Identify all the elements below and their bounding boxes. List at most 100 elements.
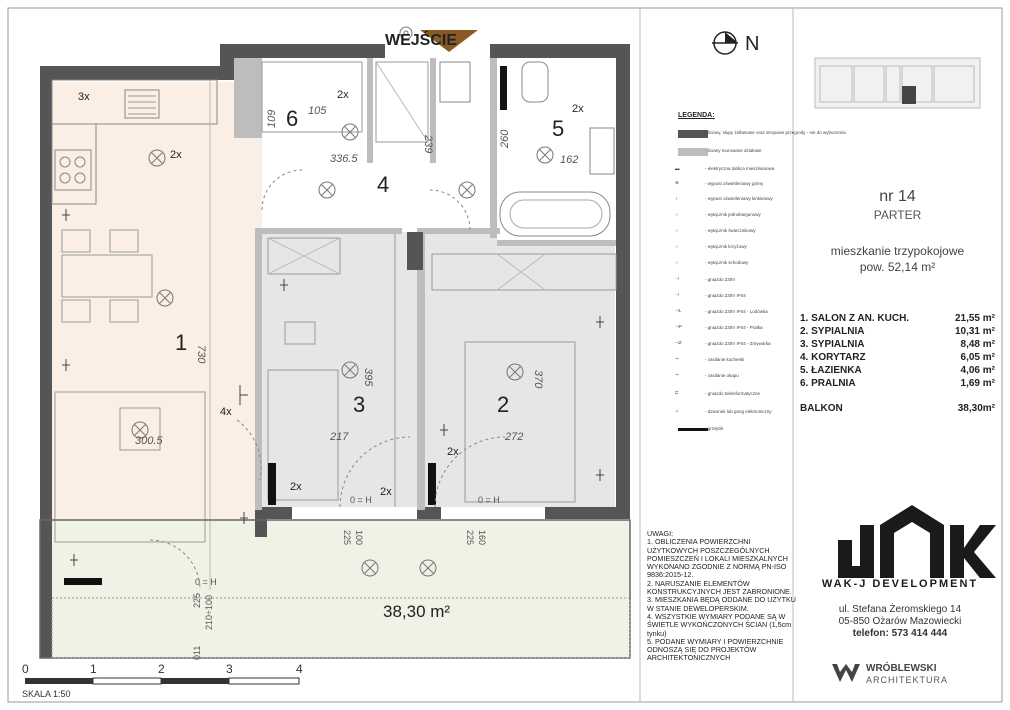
- burner: [59, 172, 71, 184]
- developer-city: 05-850 Ożarów Mazowiecki: [838, 616, 962, 627]
- scale-tick: 4: [296, 662, 303, 676]
- sink-lines: [128, 95, 156, 115]
- notes: UWAGI: 1. OBLICZENIA POWIERZCHNI UŻYTKOW…: [647, 529, 797, 663]
- outlet-count: 2x: [290, 481, 302, 493]
- shower-x: [375, 61, 429, 143]
- balcony-area: 38,30 m²: [383, 602, 450, 621]
- entrance-arrow: [420, 30, 478, 52]
- dim-395: 395: [362, 368, 374, 387]
- dim-162: 162: [560, 154, 578, 166]
- page-frame: [7, 7, 1003, 703]
- legend-item: ⊸- zasilanie kuchenki: [675, 356, 745, 362]
- room-5-fill: [497, 55, 615, 240]
- developer-logo: [838, 505, 996, 578]
- key-plan-unit: [902, 86, 916, 104]
- radiator: [268, 463, 276, 505]
- scale-segment: [92, 677, 162, 685]
- burner: [74, 172, 86, 184]
- burner: [59, 156, 71, 168]
- room-label-6: 6: [286, 106, 298, 131]
- wardrobe-2: [431, 253, 617, 291]
- door-arcs: [149, 169, 506, 591]
- room-label-5: 5: [552, 116, 564, 141]
- note-item: 1. OBLICZENIA POWIERZCHNI UŻYTKOWYCH POS…: [647, 537, 788, 580]
- dim-370: 370: [532, 370, 544, 389]
- developer-phone: telefon: 573 414 444: [852, 628, 948, 639]
- wc-hall: [439, 61, 471, 103]
- scale-tick: 1: [90, 662, 97, 676]
- note-item: 5. PODANE WYMIARY I POWIERZCHNIE ODNOSZĄ…: [647, 636, 784, 663]
- key-plan-lines: [819, 65, 975, 103]
- architect-sub: ARCHITEKTURA: [866, 675, 949, 685]
- dim-336-5: 336.5: [330, 153, 358, 165]
- legend-item: ⊣L- gniazdo 230V IP44 - Lodówka: [675, 308, 768, 314]
- dim-0h: 0 = H: [350, 495, 372, 505]
- legend-item: ⊣- gniazdo 230V: [675, 276, 736, 282]
- dining-table: [61, 254, 153, 298]
- balcony-fill: [40, 520, 630, 658]
- notes-title: UWAGI:: [647, 529, 674, 538]
- dim-210: 210÷100: [204, 595, 214, 630]
- kitchen-counter: [51, 79, 218, 125]
- legend-item: ♂- wyłącznik świecznikowy: [675, 228, 756, 233]
- legend-item: ⊣- gniazdo 230V IP44: [675, 292, 746, 298]
- legend-swatch-radiator: [678, 428, 708, 431]
- room-label-4: 4: [377, 172, 389, 197]
- legend-item: - ściany murowane działowe: [705, 148, 762, 153]
- desk-chair: [284, 321, 316, 345]
- compass-label: N: [745, 33, 759, 55]
- partitions: [234, 58, 616, 510]
- legend-item: ⊸- zasilanie okapu: [675, 372, 739, 378]
- unit-type: mieszkanie trzypokojowe: [830, 244, 965, 258]
- outlet-count: 4x: [220, 406, 232, 418]
- dim-0h: 0 = H: [478, 495, 500, 505]
- dim-011: 011: [192, 646, 202, 660]
- outlet-count: 2x: [447, 446, 459, 458]
- scale-label: SKALA 1:50: [22, 689, 71, 699]
- scale-tick: 3: [226, 662, 233, 676]
- architect-name: WRÓBLEWSKI: [866, 663, 937, 674]
- ceiling-lights: [131, 26, 554, 577]
- legend-item: ⊣P- gniazdo 230V IP44 - Pralka: [675, 324, 763, 330]
- scale-segment: [25, 678, 93, 684]
- room-label-3: 3: [353, 392, 365, 417]
- sink: [124, 89, 160, 119]
- scale-segment: [228, 677, 300, 685]
- scale-tick: 2: [158, 662, 165, 676]
- washbasin: [589, 127, 615, 175]
- legend-item: ⊏- gniazdo teleinformatyczne: [675, 390, 761, 396]
- column: [407, 232, 423, 270]
- dim-239: 239: [422, 134, 434, 153]
- room-1-fill: [52, 82, 262, 592]
- wardrobe: [267, 237, 341, 275]
- legend-item: ⊗- wypust oświetleniowy górny: [675, 180, 764, 186]
- outlet-count: 2x: [380, 486, 392, 498]
- room-label-1: 1: [175, 330, 187, 355]
- coffee-table: [119, 407, 161, 451]
- burner: [74, 156, 86, 168]
- scale-segment: [161, 678, 229, 684]
- dim-100: 100: [354, 530, 364, 545]
- outlet-count: 2x: [170, 149, 182, 161]
- toilet: [521, 61, 549, 103]
- architect-logo: [832, 664, 860, 682]
- shower: [375, 61, 429, 143]
- legend-item: ♂- wyłącznik jednobiegunowy: [675, 212, 761, 217]
- dim-0h: 0 = H: [195, 577, 217, 587]
- unit-area: pow. 52,14 m²: [859, 260, 936, 274]
- legend-item: ▬- elektryczna tablica mieszkaniowa: [675, 166, 775, 171]
- radiator: [500, 66, 507, 110]
- dim-225: 225: [465, 530, 475, 545]
- legend-swatch-wall: [678, 130, 708, 138]
- room-2-fill: [425, 232, 615, 507]
- chair: [61, 299, 91, 323]
- dim-272: 272: [504, 431, 523, 443]
- legend-title: LEGENDA:: [678, 112, 715, 119]
- note-item: 2. NARUSZANIE ELEMENTÓW KONSTRUKCYJNYCH …: [647, 578, 792, 597]
